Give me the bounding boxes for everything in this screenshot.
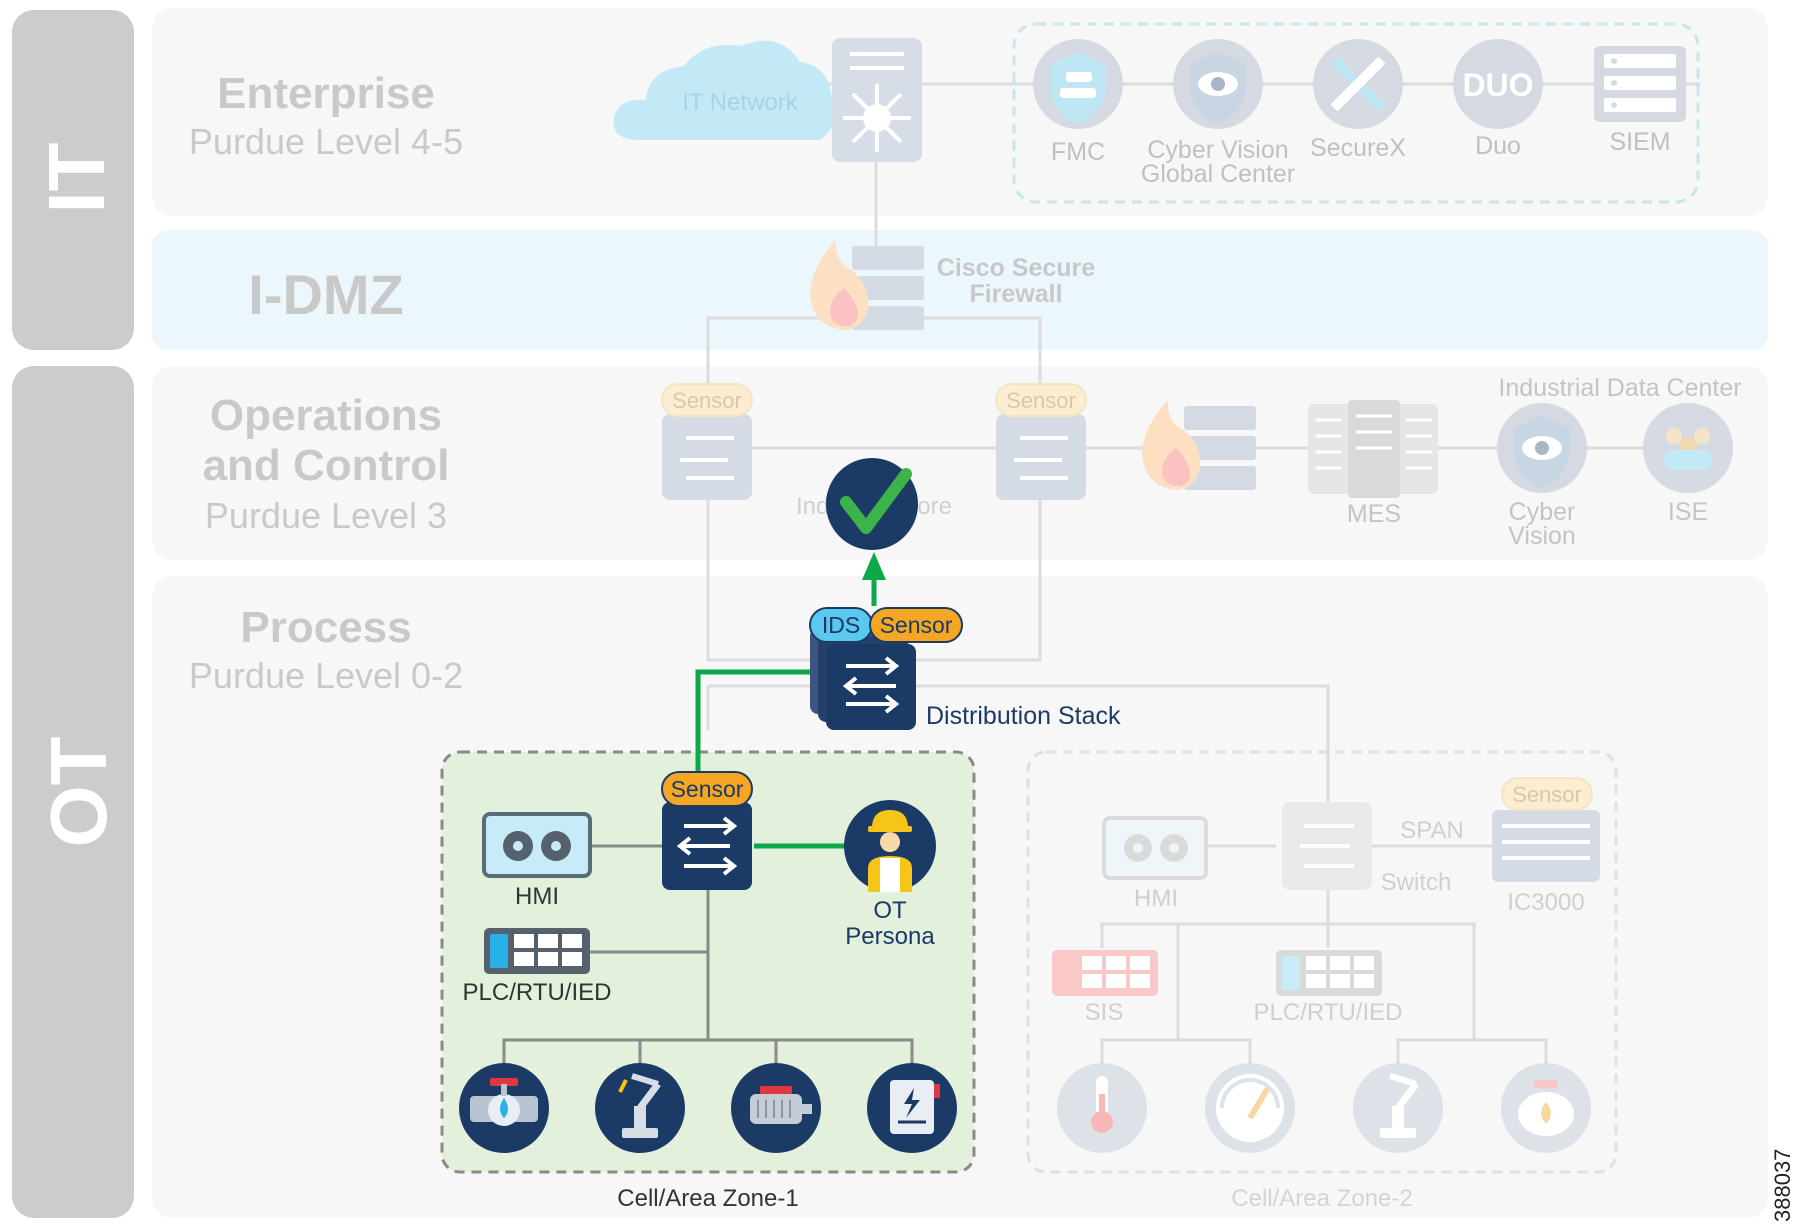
ops-cyber-vision-icon xyxy=(1497,403,1587,493)
ise-icon xyxy=(1643,403,1733,493)
zone2-hmi-icon xyxy=(1102,816,1208,880)
cyber-vision-gc-label-1: Cyber Vision xyxy=(1147,136,1288,164)
mes-icon xyxy=(1308,400,1438,498)
zone2-box xyxy=(1026,750,1618,1174)
zone1-hmi-icon xyxy=(482,812,592,878)
ic3000-label: IC3000 xyxy=(1507,889,1584,916)
sis-label: SIS xyxy=(1085,999,1124,1026)
ops-sensor-badge-right: Sensor xyxy=(995,383,1087,417)
figure-id: 388037 xyxy=(1770,1149,1795,1222)
ise-label: ISE xyxy=(1668,498,1708,526)
ic3000-sensor-text: Sensor xyxy=(1512,782,1582,807)
ids-badge: IDS xyxy=(809,607,873,643)
motor-icon xyxy=(731,1063,821,1153)
distribution-stack-label: Distribution Stack xyxy=(926,702,1121,730)
ot-persona-label-2: Persona xyxy=(845,923,935,950)
security-services-group xyxy=(1012,22,1700,204)
side-label-ot-text: OT xyxy=(34,736,123,847)
zone2-span-label: SPAN xyxy=(1400,817,1464,844)
duo-logo-text: DUO xyxy=(1462,67,1533,103)
sis-icon xyxy=(1052,950,1158,996)
firewall-label-2: Firewall xyxy=(969,280,1062,308)
band-title-process: Process xyxy=(240,603,411,652)
valve-icon xyxy=(459,1063,549,1153)
band-title-idmz: I-DMZ xyxy=(248,263,404,326)
band-subtitle-enterprise: Purdue Level 4-5 xyxy=(189,121,463,162)
side-label-it: IT xyxy=(12,10,134,350)
distribution-stack-icon xyxy=(810,628,916,730)
zone1-name: Cell/Area Zone-1 xyxy=(617,1185,798,1212)
ops-sensor-text-right: Sensor xyxy=(1006,388,1076,413)
band-subtitle-process: Purdue Level 0-2 xyxy=(189,655,463,696)
dist-sensor-badge-text: Sensor xyxy=(880,612,953,638)
securex-label: SecureX xyxy=(1310,134,1406,162)
cyber-vision-gc-icon xyxy=(1173,39,1263,129)
zone2-switch xyxy=(1282,802,1372,890)
core-router-icon xyxy=(832,38,922,162)
firewall-icon xyxy=(810,240,924,330)
industrial-dc-label: Industrial Data Center xyxy=(1498,374,1741,402)
zone2-switch-label: Switch xyxy=(1381,869,1452,896)
robot-arm-icon xyxy=(595,1063,685,1153)
side-label-ot: OT xyxy=(12,366,134,1218)
boiler-icon xyxy=(1501,1063,1591,1153)
ids-badge-text: IDS xyxy=(822,612,860,638)
band-title-operations-2: and Control xyxy=(203,441,450,490)
zone2-hmi-label: HMI xyxy=(1134,885,1178,912)
thermometer-icon xyxy=(1057,1063,1147,1153)
ops-switch-right xyxy=(996,414,1086,500)
ot-persona-label-1: OT xyxy=(873,897,907,924)
ops-cyber-vision-label-1: Cyber xyxy=(1509,498,1576,526)
zone1-sensor-text: Sensor xyxy=(671,776,744,802)
ops-cyber-vision-label-2: Vision xyxy=(1508,522,1576,550)
zone1-switch xyxy=(662,802,752,890)
band-subtitle-operations: Purdue Level 3 xyxy=(205,495,447,536)
firewall-label-1: Cisco Secure xyxy=(937,254,1096,282)
zone2-plc-label: PLC/RTU/IED xyxy=(1254,999,1403,1026)
zone1-plc-icon xyxy=(484,928,590,974)
fmc-icon xyxy=(1033,39,1123,129)
cyber-vision-gc-label-2: Global Center xyxy=(1141,160,1295,188)
ot-persona-icon xyxy=(844,800,936,892)
band-idmz xyxy=(152,230,1768,350)
zone1-hmi-label: HMI xyxy=(515,883,559,910)
siem-icon xyxy=(1594,46,1686,122)
ic3000-sensor-badge: Sensor xyxy=(1501,777,1593,811)
zone1-plc-label: PLC/RTU/IED xyxy=(463,979,612,1006)
zone2-name: Cell/Area Zone-2 xyxy=(1231,1185,1412,1212)
zone1-sensor-badge: Sensor xyxy=(661,771,753,807)
side-label-it-text: IT xyxy=(32,142,121,213)
checkmark-icon xyxy=(826,458,918,550)
meter-icon xyxy=(867,1063,957,1153)
band-title-operations-1: Operations xyxy=(210,391,442,440)
it-network-label: IT Network xyxy=(682,89,799,116)
zone2-plc-icon xyxy=(1276,950,1382,996)
securex-icon xyxy=(1313,39,1403,129)
band-title-enterprise: Enterprise xyxy=(217,69,435,118)
siem-label: SIEM xyxy=(1609,128,1670,156)
duo-label: Duo xyxy=(1475,132,1521,160)
mes-label: MES xyxy=(1347,500,1401,528)
fmc-label: FMC xyxy=(1051,138,1105,166)
zone1-links-top xyxy=(502,844,914,1064)
gauge-icon xyxy=(1205,1063,1295,1153)
ic3000-icon xyxy=(1492,810,1600,882)
green-arrow-head xyxy=(862,552,886,580)
dist-sensor-badge: Sensor xyxy=(869,607,963,643)
ops-sensor-badge-left: Sensor xyxy=(661,383,753,417)
zone2-robot-arm-icon xyxy=(1353,1063,1443,1153)
ops-sensor-text-left: Sensor xyxy=(672,388,742,413)
ops-switch-left xyxy=(662,414,752,500)
ops-firewall-icon xyxy=(1142,400,1256,490)
duo-icon: DUO xyxy=(1453,39,1543,129)
it-network-cloud: IT Network xyxy=(613,40,836,140)
